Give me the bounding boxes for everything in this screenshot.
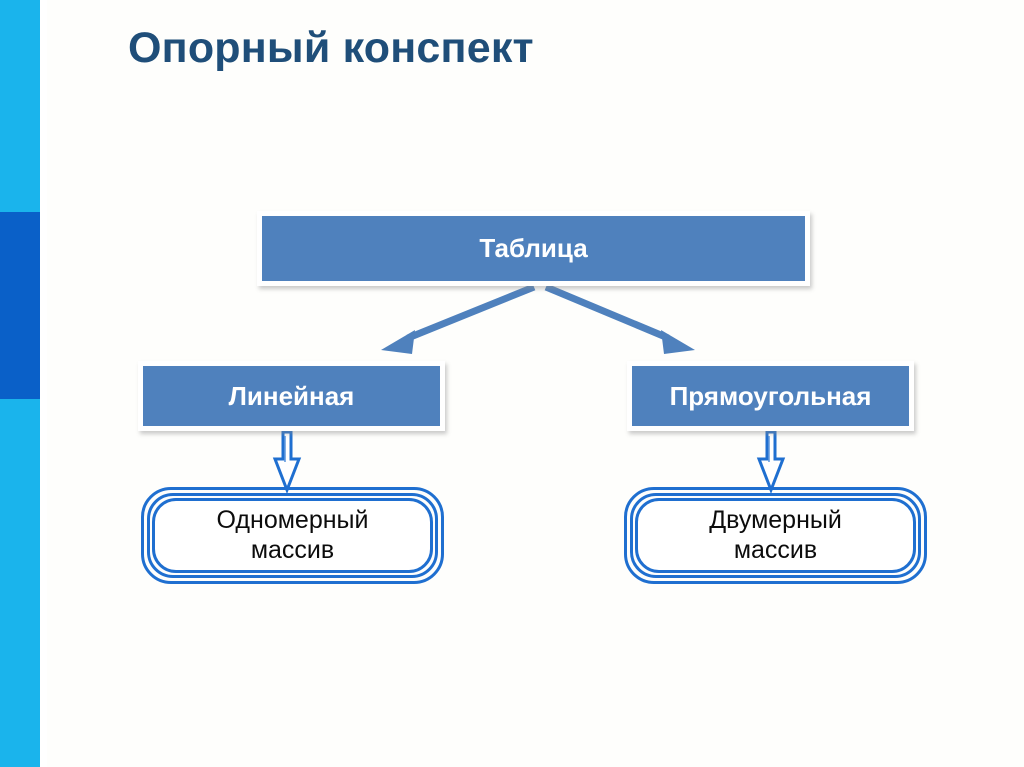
left-accent-strip xyxy=(0,0,40,767)
node-lineynaya-label: Линейная xyxy=(228,380,355,411)
arrow-tablica-to-lineynaya xyxy=(381,283,536,354)
node-odnomerny-massiv-line2: массив xyxy=(250,535,335,564)
node-dvumerny-massiv-label: Двумерный массив xyxy=(709,506,842,565)
block-arrow-pryamougolnaya-to-dvumerny xyxy=(756,430,786,495)
page-title: Опорный конспект xyxy=(128,24,534,72)
left-strip-gap xyxy=(40,0,47,767)
block-arrow-lineynaya-to-odnomerny xyxy=(272,430,302,495)
node-odnomerny-massiv-line1: Одномерный xyxy=(216,506,369,534)
node-pryamougolnaya[interactable]: Прямоугольная xyxy=(627,361,914,431)
node-dvumerny-massiv-line2: массив xyxy=(733,535,818,564)
node-pryamougolnaya-label: Прямоугольная xyxy=(669,380,872,411)
node-tablica[interactable]: Таблица xyxy=(257,211,810,286)
node-odnomerny-massiv-label: Одномерный массив xyxy=(217,506,369,565)
node-odnomerny-massiv[interactable]: Одномерный массив xyxy=(141,487,444,584)
arrow-tablica-to-pryamougolnaya xyxy=(544,283,695,354)
left-accent-strip-segment xyxy=(0,212,40,399)
node-dvumerny-massiv[interactable]: Двумерный массив xyxy=(624,487,927,584)
node-tablica-label: Таблица xyxy=(479,233,588,264)
node-dvumerny-massiv-line1: Двумерный xyxy=(709,506,842,534)
node-lineynaya[interactable]: Линейная xyxy=(138,361,445,431)
